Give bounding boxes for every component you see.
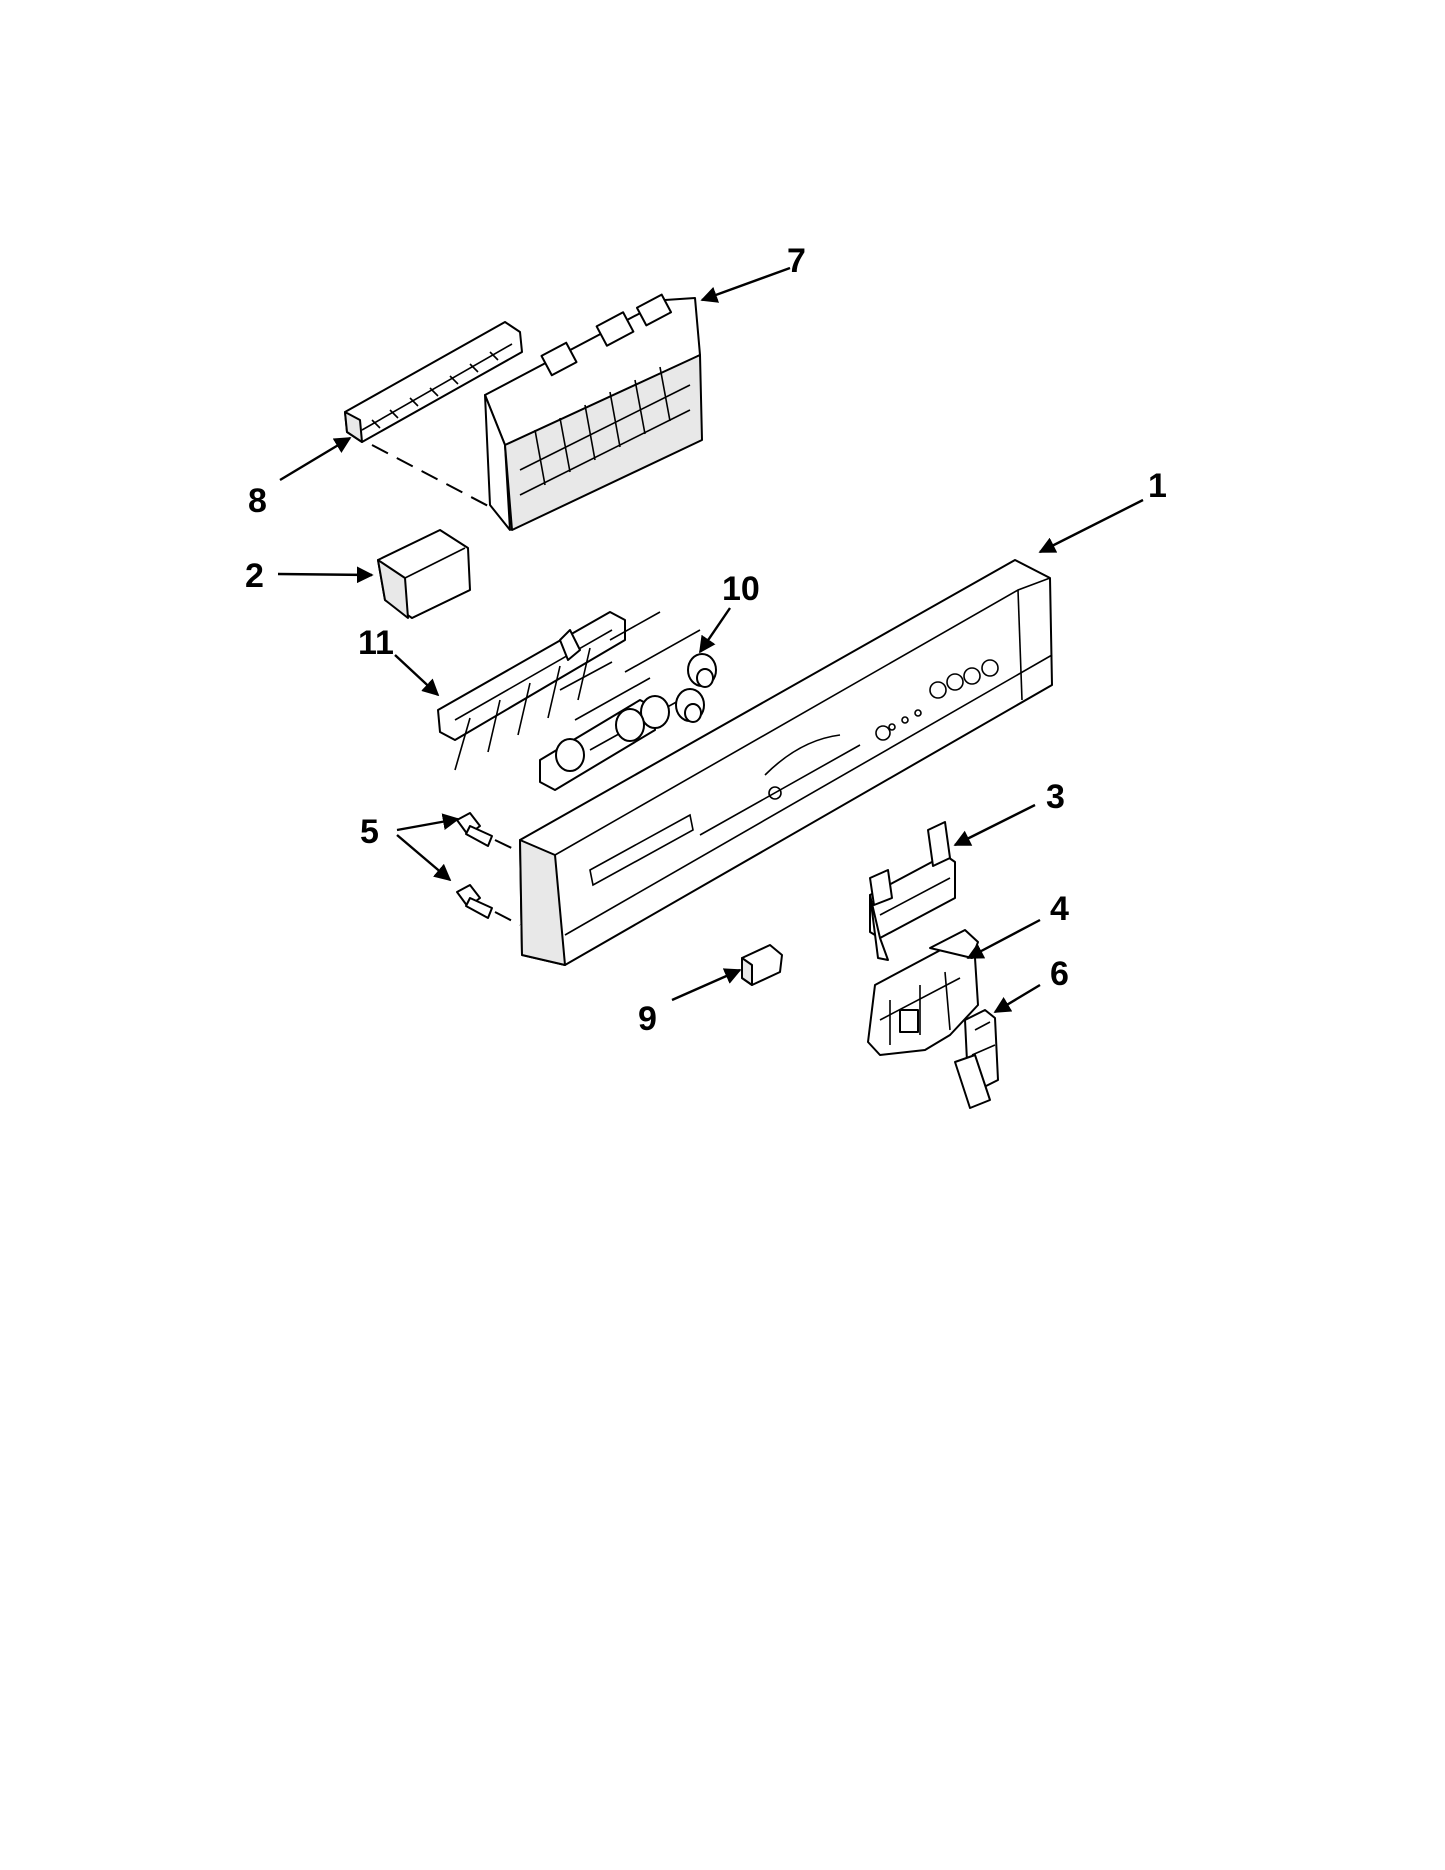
callout-5: 5: [360, 813, 379, 851]
callout-1: 1: [1148, 467, 1167, 505]
leader-7: [700, 266, 791, 303]
callout-11: 11: [358, 624, 394, 662]
screw-lower: [456, 884, 493, 919]
leader-3: [953, 803, 1036, 847]
leader-9: [671, 968, 742, 1002]
leader-8: [279, 436, 352, 482]
leader-2: [277, 566, 374, 584]
alignment-line-8-7: [371, 444, 493, 509]
part-10-push-buttons: [555, 611, 717, 772]
screw-upper: [456, 812, 493, 847]
leader-5a: [396, 813, 460, 832]
part-1-control-panel: [519, 559, 1053, 966]
part-7-electronic-control-board: [484, 293, 703, 531]
callout-8: 8: [248, 482, 267, 520]
part-3-bracket: [869, 821, 956, 961]
leader-11: [394, 654, 440, 697]
part-11-switch-frame: [437, 611, 656, 791]
leader-4: [966, 918, 1041, 960]
leader-6: [993, 983, 1041, 1014]
part-2-bracket: [377, 529, 471, 619]
callout-10: 10: [722, 570, 760, 608]
part-4-door-latch: [867, 929, 979, 1056]
part-5-screws: [456, 812, 521, 926]
leader-1: [1038, 498, 1144, 554]
callout-4: 4: [1050, 890, 1069, 928]
part-8-connector-bracket: [344, 321, 523, 443]
callout-6: 6: [1050, 955, 1069, 993]
part-9-switch: [741, 944, 783, 986]
callout-3: 3: [1046, 778, 1065, 816]
callout-7: 7: [787, 242, 806, 280]
leader-10: [699, 607, 731, 654]
part-6-latch-plunger: [954, 1009, 999, 1109]
callout-9: 9: [638, 1000, 657, 1038]
callout-2: 2: [245, 557, 264, 595]
leader-5b: [396, 834, 452, 882]
